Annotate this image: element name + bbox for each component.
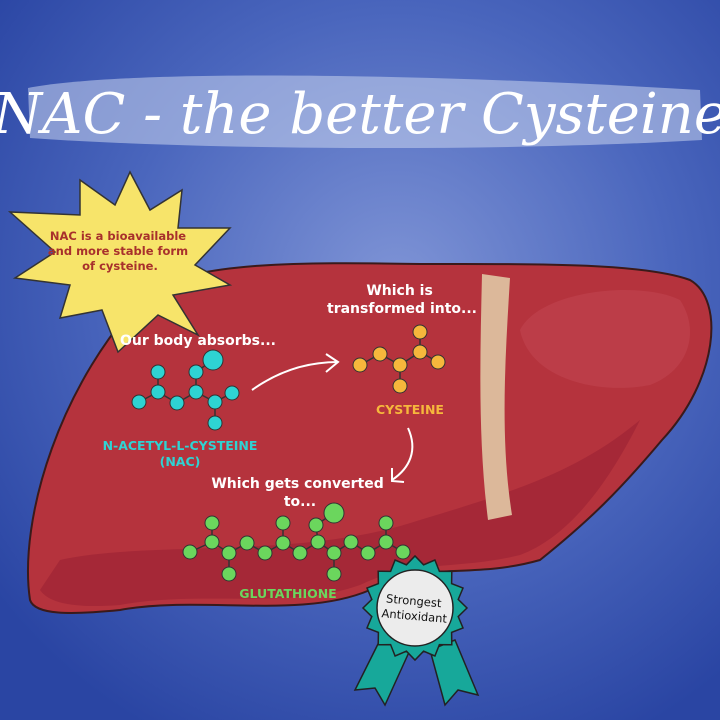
atom <box>169 395 185 411</box>
step-absorbs-text: Our body absorbs... <box>120 333 276 349</box>
glutathione-molecule <box>182 502 411 582</box>
title-brush-stroke <box>28 75 702 149</box>
atom <box>323 502 345 524</box>
atom <box>204 515 220 531</box>
atom <box>292 545 308 561</box>
step-transformed-text: Which is <box>366 283 432 299</box>
atom <box>150 364 166 380</box>
atom <box>412 344 428 360</box>
atom <box>207 415 223 431</box>
atom <box>343 534 359 550</box>
step-converted-text: Which gets converted <box>211 476 383 492</box>
cysteine-label: CYSTEINE <box>376 402 444 417</box>
atom <box>392 357 408 373</box>
svg-text:Strongest Antioxidant: Strongest Antioxidant <box>381 591 449 626</box>
atom <box>275 515 291 531</box>
atom <box>204 534 220 550</box>
atom <box>131 394 147 410</box>
starburst-line: of cysteine. <box>82 259 158 273</box>
badge-line: Antioxidant <box>381 606 448 626</box>
starburst-callout: NAC is a bioavailable and more stable fo… <box>7 170 233 354</box>
svg-text:NAC is a bioavailable an: NAC is a bioavailable and more stable fo… <box>48 229 192 273</box>
atom <box>150 384 166 400</box>
atom <box>352 357 368 373</box>
atom <box>378 534 394 550</box>
page-title: NAC - the better Cysteine <box>0 82 720 147</box>
atom <box>326 566 342 582</box>
atom <box>378 515 394 531</box>
atom <box>202 349 224 371</box>
atom <box>308 517 324 533</box>
liver-illustration <box>26 262 713 614</box>
atom <box>395 544 411 560</box>
atom <box>372 346 388 362</box>
atom <box>392 378 408 394</box>
antioxidant-ribbon-badge: Strongest Antioxidant <box>353 554 480 707</box>
nac-molecule <box>131 349 240 431</box>
ligament-band <box>480 274 512 520</box>
arrow-icon <box>251 353 340 391</box>
atom <box>224 385 240 401</box>
starburst-line: NAC is a bioavailable <box>50 229 186 243</box>
atom <box>239 535 255 551</box>
nac-abbr-label: (NAC) <box>160 454 201 469</box>
atom <box>182 544 198 560</box>
cysteine-molecule <box>352 324 446 394</box>
glutathione-label: GLUTATHIONE <box>239 586 336 601</box>
badge-line: Strongest <box>386 591 443 610</box>
atom <box>207 394 223 410</box>
atom <box>221 566 237 582</box>
atom <box>430 354 446 370</box>
nac-label: N-ACETYL-L-CYSTEINE <box>103 438 258 453</box>
atom <box>310 534 326 550</box>
atom <box>257 545 273 561</box>
atom <box>360 545 376 561</box>
svg-text:Which is transformed into.: Which is transformed into... <box>327 283 477 317</box>
svg-text:Which gets converted to...: Which gets converted to... <box>211 476 388 510</box>
atom <box>221 545 237 561</box>
atom <box>412 324 428 340</box>
atom <box>188 384 204 400</box>
starburst-line: and more stable form <box>48 244 188 258</box>
step-converted-text: to... <box>284 494 316 510</box>
arrow-icon <box>391 427 414 483</box>
step-transformed-text: transformed into... <box>327 301 477 317</box>
atom <box>326 545 342 561</box>
atom <box>275 535 291 551</box>
atom <box>188 364 204 380</box>
